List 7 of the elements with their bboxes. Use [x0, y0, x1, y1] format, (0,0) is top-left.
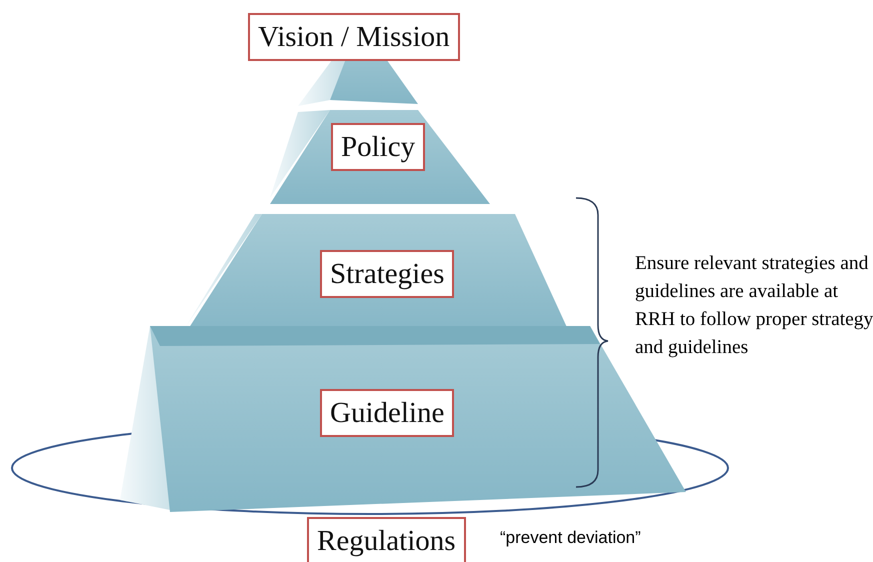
tier-label: Strategies: [320, 250, 454, 298]
tier-label: Policy: [331, 123, 426, 171]
note-text: Ensure relevant strategies and guidelines are available at RRH to follow proper strategy and guidelines: [635, 252, 873, 360]
tier-label: Regulations: [307, 517, 466, 562]
tier-label: Guideline: [320, 389, 454, 437]
tier-label: Vision / Mission: [248, 13, 460, 61]
quote-text: “prevent deviation”: [500, 528, 642, 548]
